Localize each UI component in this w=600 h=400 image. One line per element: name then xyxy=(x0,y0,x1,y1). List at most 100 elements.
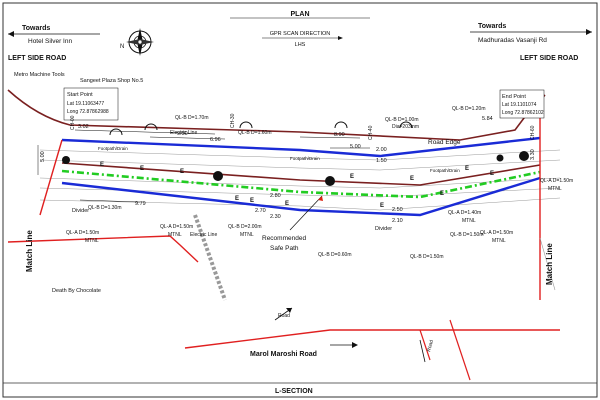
dim-890: 8.90 xyxy=(334,132,345,138)
ql-b-120: QL-B D=1.20m xyxy=(452,106,486,112)
sangeet-label: Sangeet Plaza Shop No.5 xyxy=(80,78,143,84)
lhs-label: LHS xyxy=(295,42,306,48)
mtnl-mid: MTNL xyxy=(168,232,182,238)
svg-text:E: E xyxy=(235,196,239,202)
gpr-direction-label: GPR SCAN DIRECTION xyxy=(270,31,331,37)
lower-road-right xyxy=(449,319,471,381)
dim-270: 2.70 xyxy=(255,208,266,214)
svg-text:E: E xyxy=(410,176,414,182)
dim-584: 5.84 xyxy=(482,116,493,122)
dim-500: 5.00 xyxy=(40,151,46,162)
marol-arrow-head xyxy=(352,342,358,348)
dim-210: 2.10 xyxy=(392,218,403,224)
marol-road-label: Marol Maroshi Road xyxy=(250,351,317,358)
road-arrow-2 xyxy=(419,339,426,363)
metro-tools-label: Metro Machine Tools xyxy=(14,72,65,78)
match-line-right: Match Line xyxy=(545,243,554,285)
start-point-box xyxy=(63,87,119,121)
ql-b-160-top: QL-B D=1.60m xyxy=(238,130,272,136)
towards-left: Towards xyxy=(22,25,50,32)
death-by-chocolate-label: Death By Chocolate xyxy=(52,288,101,294)
svg-text:E: E xyxy=(285,201,289,207)
svg-text:E: E xyxy=(465,166,469,172)
safe-path-leader xyxy=(289,195,323,231)
road-arrow-1-head xyxy=(286,308,292,313)
plan-title: PLAN xyxy=(290,11,309,18)
green-safe-path xyxy=(61,169,541,199)
right-lane-guide xyxy=(539,237,556,291)
electric-line-1: Electric Line xyxy=(170,130,197,136)
ql-b-170: QL-B D=1.70m xyxy=(175,115,209,121)
ql-b-130: QL-B D=1.30m xyxy=(88,205,122,211)
end-lat: Lat 19.1101074 xyxy=(502,102,537,108)
compass-north: N xyxy=(120,44,124,50)
mtnl-left: MTNL xyxy=(85,238,99,244)
svg-text:E: E xyxy=(350,174,354,180)
safe-path-arrow-head xyxy=(318,196,323,201)
start-point-label: Start Point xyxy=(67,92,93,98)
divider-right: Divider xyxy=(375,226,392,232)
dim-950: 9.50 xyxy=(177,131,188,137)
madhuradas-label: Madhuradas Vasanji Rd xyxy=(478,37,547,44)
chainage-40: CH-40 xyxy=(368,125,374,140)
mtnl-right: MTNL xyxy=(548,186,562,192)
ql-a-150-right: QL-A D=1.50m xyxy=(540,178,573,184)
start-long: Long 72.87862988 xyxy=(67,109,109,115)
ql-a-150-mid: QL-A D=1.50m xyxy=(160,224,193,230)
l-section-label: L-SECTION xyxy=(275,388,313,395)
svg-text:E: E xyxy=(100,162,104,168)
ql-b-060: QL-B D=0.60m xyxy=(318,252,352,258)
match-line-left-marker xyxy=(39,139,63,216)
svg-text:E: E xyxy=(140,166,144,172)
dia-label: Dia=203mm xyxy=(392,124,419,130)
hotel-label: Hotel Silver Inn xyxy=(28,38,72,45)
ql-a-150-r2: QL-A D=1.50m xyxy=(480,230,513,236)
mtnl-b: MTNL xyxy=(240,232,254,238)
road-label-1: Road xyxy=(278,313,290,319)
dim-250: 2.50 xyxy=(392,207,403,213)
lower-road-right-2 xyxy=(419,329,431,361)
blue-boundary-lower xyxy=(61,176,541,217)
dim-280: 2.80 xyxy=(270,193,281,199)
start-lat: Lat 19.11063477 xyxy=(67,101,104,107)
ql-a-150-left: QL-A D=1.50m xyxy=(66,230,99,236)
road-label-2: Road xyxy=(426,339,435,352)
mtnl-d: MTNL xyxy=(492,238,506,244)
ql-b-150-r: QL-B D=1.50m xyxy=(450,232,484,238)
towards-left-arrow-head xyxy=(8,31,14,37)
left-side-road-left: LEFT SIDE ROAD xyxy=(8,55,66,62)
end-point-box xyxy=(499,89,545,119)
road-edge-upper xyxy=(7,89,546,141)
match-line-left: Match Line xyxy=(25,230,34,272)
dim-150: 1.50 xyxy=(376,158,387,164)
footpath-drain-2: Footpath/Drain xyxy=(290,156,320,161)
svg-text:E: E xyxy=(380,203,384,209)
dim-696: 6.96 xyxy=(210,137,221,143)
svg-text:E: E xyxy=(250,198,254,204)
chainage-60: CH-60 xyxy=(530,125,536,140)
towards-right-arrow-head xyxy=(586,29,592,35)
chainage-00: CH-00 xyxy=(70,115,76,130)
dim-230: 2.30 xyxy=(270,214,281,220)
blue-boundary-upper xyxy=(61,136,541,158)
dim-200: 2.00 xyxy=(376,147,387,153)
dim-302: 3.02 xyxy=(78,124,89,130)
left-side-road-right: LEFT SIDE ROAD xyxy=(520,55,578,62)
vertical-electric-duct xyxy=(193,214,227,301)
svg-text:E: E xyxy=(180,169,184,175)
end-long: Long 72.87862102 xyxy=(502,110,544,116)
ql-b-150-bot: QL-B D=1.50m xyxy=(410,254,444,260)
dim-500b: 5.00 xyxy=(350,144,361,150)
electric-line-2: Electric Line xyxy=(190,232,217,238)
divider-left: Divider xyxy=(72,208,89,214)
tree-symbols xyxy=(109,121,413,136)
gpr-arrow-head xyxy=(338,36,343,40)
svg-text:E: E xyxy=(490,171,494,177)
lower-road-left xyxy=(7,235,199,263)
chainage-30: CH-30 xyxy=(230,113,236,128)
compass-icon xyxy=(126,28,154,56)
road-edge-label: Road Edge xyxy=(428,139,461,146)
